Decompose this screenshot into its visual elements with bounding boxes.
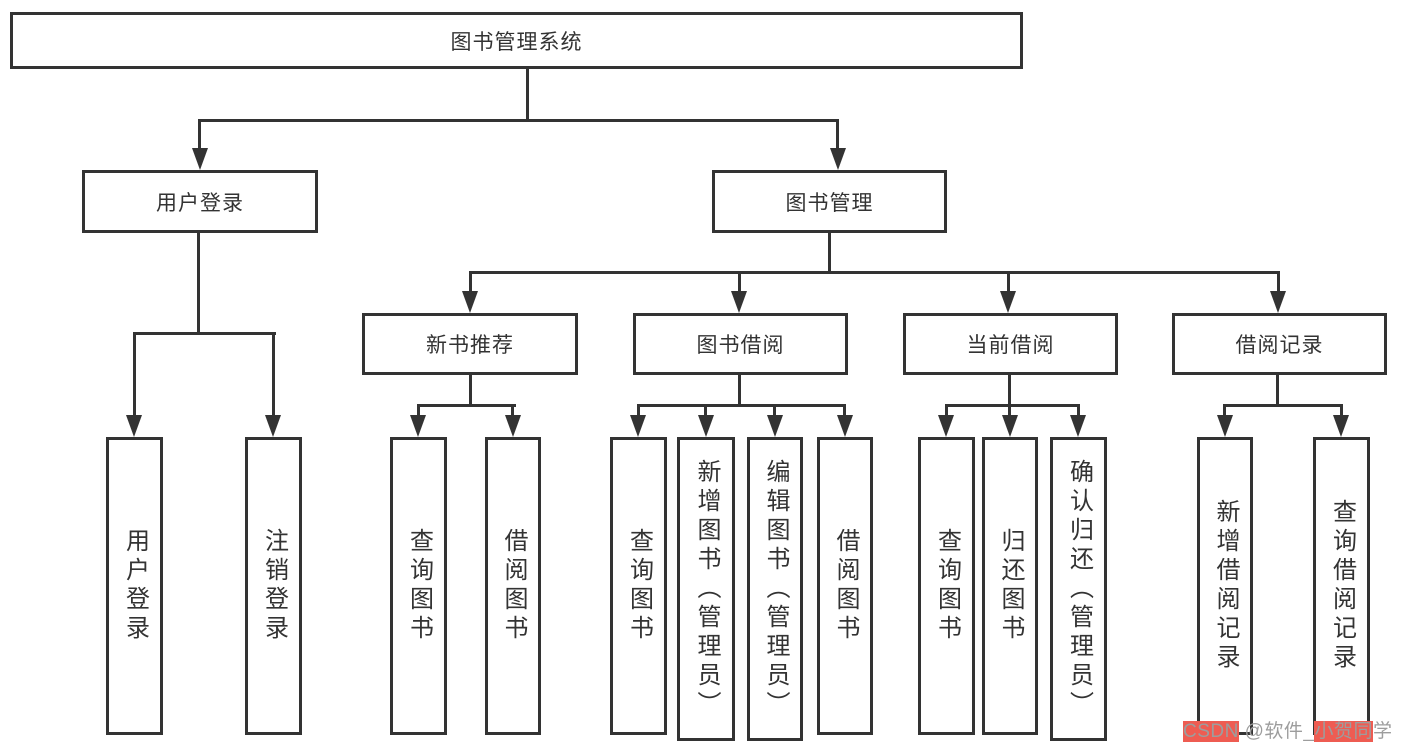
watermark-segment: @软件_ xyxy=(1238,721,1315,742)
leaf-logout: 注销登录 xyxy=(245,437,302,735)
connector-line xyxy=(836,119,839,150)
node-borrowing-records: 借阅记录 xyxy=(1172,313,1387,375)
leaf-user-login: 用户登录 xyxy=(106,437,163,735)
watermark-segment: CSDN xyxy=(1183,721,1239,742)
arrowhead-down-icon xyxy=(265,415,281,437)
arrowhead-down-icon xyxy=(698,415,714,437)
arrowhead-down-icon xyxy=(1217,415,1233,437)
arrowhead-down-icon xyxy=(1000,291,1016,313)
connector-line xyxy=(637,404,640,417)
leaf-return-books: 归还图书 xyxy=(982,437,1038,735)
arrowhead-down-icon xyxy=(462,291,478,313)
connector-line xyxy=(133,332,136,415)
leaf-borrow-books-1: 借阅图书 xyxy=(485,437,541,735)
arrowhead-down-icon xyxy=(830,148,846,170)
node-book-management: 图书管理 xyxy=(712,170,947,233)
connector-line xyxy=(1276,375,1279,406)
connector-line xyxy=(469,271,1280,274)
connector-line xyxy=(469,271,472,291)
connector-line xyxy=(272,332,275,415)
connector-line xyxy=(637,404,846,407)
connector-line xyxy=(738,271,741,291)
arrowhead-down-icon xyxy=(1270,291,1286,313)
connector-line xyxy=(511,404,514,417)
connector-line xyxy=(1340,404,1343,417)
connector-line xyxy=(198,119,201,150)
arrowhead-down-icon xyxy=(837,415,853,437)
connector-line xyxy=(828,233,831,273)
leaf-query-books-3: 查询图书 xyxy=(918,437,975,735)
connector-line xyxy=(738,375,741,406)
connector-line xyxy=(1223,404,1226,417)
connector-line xyxy=(773,404,776,417)
leaf-query-books-1: 查询图书 xyxy=(390,437,447,735)
connector-line xyxy=(197,233,200,335)
leaf-query-books-2: 查询图书 xyxy=(610,437,667,735)
connector-line xyxy=(945,404,948,417)
connector-line xyxy=(843,404,846,417)
arrowhead-down-icon xyxy=(938,415,954,437)
arrowhead-down-icon xyxy=(1333,415,1349,437)
connector-line xyxy=(1008,404,1011,417)
connector-line xyxy=(1223,404,1343,407)
connector-line xyxy=(1277,271,1280,291)
watermark-segment: 学 xyxy=(1373,721,1393,742)
connector-line xyxy=(198,119,839,122)
arrowhead-down-icon xyxy=(192,148,208,170)
leaf-edit-books-admin: 编辑图书（管理员） xyxy=(747,437,803,741)
leaf-add-books-admin: 新增图书（管理员） xyxy=(677,437,735,741)
node-user-login: 用户登录 xyxy=(82,170,318,233)
node-new-book-recommendation: 新书推荐 xyxy=(362,313,578,375)
connector-line xyxy=(133,332,276,335)
arrowhead-down-icon xyxy=(630,415,646,437)
connector-line xyxy=(704,404,707,417)
connector-line xyxy=(469,375,472,406)
arrowhead-down-icon xyxy=(410,415,426,437)
node-current-borrowing: 当前借阅 xyxy=(903,313,1118,375)
leaf-confirm-return-admin: 确认归还（管理员） xyxy=(1050,437,1107,741)
connector-line xyxy=(945,404,1079,407)
watermark-segment: 小贺同 xyxy=(1314,721,1373,742)
arrowhead-down-icon xyxy=(505,415,521,437)
arrowhead-down-icon xyxy=(767,415,783,437)
connector-line xyxy=(417,404,420,417)
leaf-borrow-books-2: 借阅图书 xyxy=(817,437,873,735)
connector-line xyxy=(1007,271,1010,291)
node-book-borrowing: 图书借阅 xyxy=(633,313,848,375)
connector-line xyxy=(417,404,516,407)
connector-line xyxy=(1077,404,1080,417)
arrowhead-down-icon xyxy=(1002,415,1018,437)
leaf-query-borrow-record: 查询借阅记录 xyxy=(1313,437,1370,735)
csdn-watermark: CSDN @软件_小贺同学 xyxy=(1183,716,1393,743)
arrowhead-down-icon xyxy=(126,415,142,437)
leaf-add-borrow-record: 新增借阅记录 xyxy=(1197,437,1253,735)
connector-line xyxy=(526,69,529,121)
node-root: 图书管理系统 xyxy=(10,12,1023,69)
arrowhead-down-icon xyxy=(1070,415,1086,437)
arrowhead-down-icon xyxy=(731,291,747,313)
connector-line xyxy=(1008,375,1011,406)
